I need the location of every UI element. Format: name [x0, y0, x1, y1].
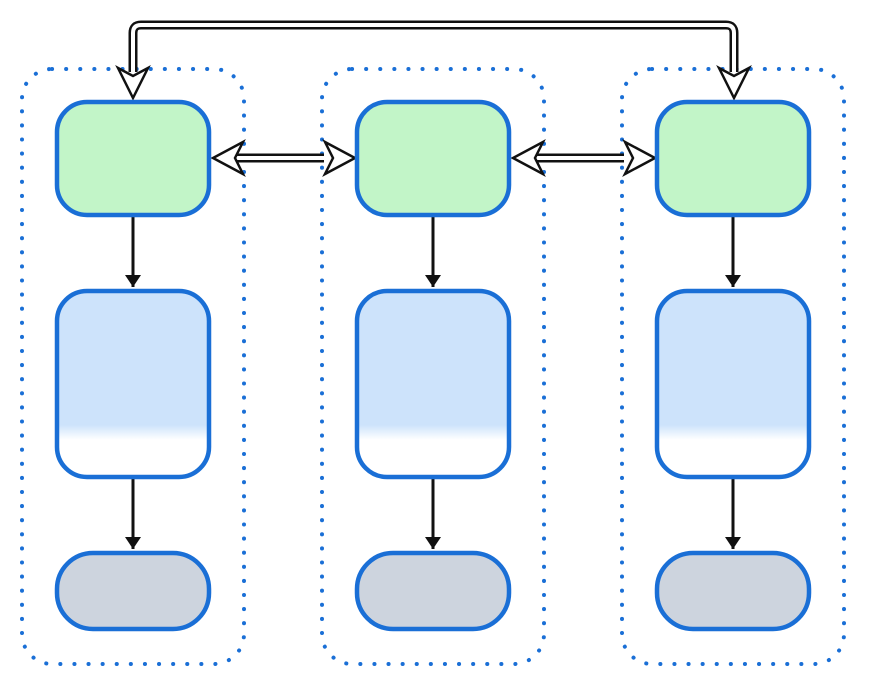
node-g2-bottom[interactable] — [354, 550, 512, 632]
arrowhead-g1-right — [210, 139, 246, 177]
group-frame-2 — [320, 67, 546, 666]
node-g3-mid[interactable] — [654, 288, 812, 480]
arrowhead-g1-top — [115, 65, 151, 101]
node-g3-bottom[interactable] — [654, 550, 812, 632]
node-g1-top[interactable] — [54, 99, 212, 218]
group-frame-1 — [20, 67, 246, 666]
node-g2-top[interactable] — [354, 99, 512, 218]
group-frame-3 — [620, 67, 846, 666]
node-g1-bottom[interactable] — [54, 550, 212, 632]
node-g3-top[interactable] — [654, 99, 812, 218]
arrowhead-g2-left — [322, 139, 358, 177]
arrowhead-g3-left — [622, 139, 658, 177]
arrowhead-g2-right — [510, 139, 546, 177]
double-connector-g1-g3 — [115, 20, 752, 101]
double-connector-g2-g3 — [510, 139, 658, 177]
node-g2-mid[interactable] — [354, 288, 512, 480]
arrowhead-g3-top — [716, 65, 752, 101]
node-g1-mid[interactable] — [54, 288, 212, 480]
double-connector-g1-g2 — [210, 139, 358, 177]
